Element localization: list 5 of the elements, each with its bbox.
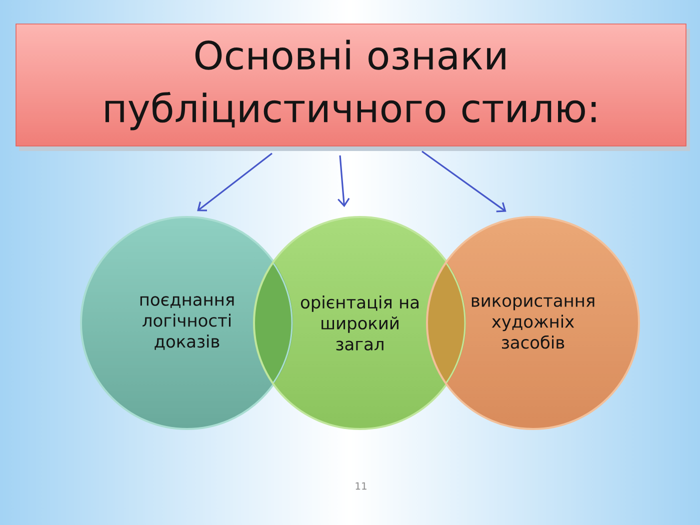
arrow: [338, 155, 350, 208]
arrow: [422, 150, 506, 212]
arrow: [197, 152, 272, 212]
title-box: Основні ознаки публіцистичного стилю:: [16, 24, 690, 151]
page-number: 11: [356, 482, 366, 490]
